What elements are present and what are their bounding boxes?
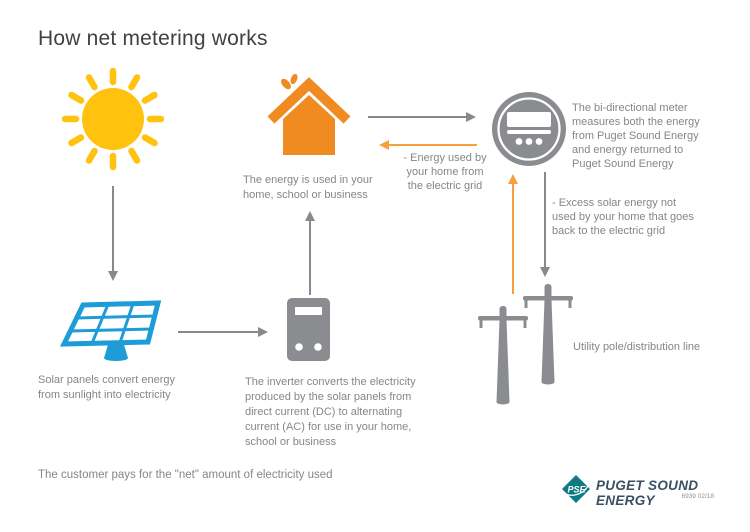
energy-used-label: - Energy used by your home from the elec… — [403, 152, 487, 192]
sun-icon — [62, 68, 164, 170]
house-leaf-icon — [267, 73, 351, 155]
pse-logo-icon: PSE — [562, 475, 591, 503]
solar-caption: Solar panels convert energy from sunligh… — [38, 374, 175, 401]
house-caption: The energy is used in your home, school … — [243, 174, 373, 201]
bidirectional-meter-icon — [492, 92, 566, 166]
inverter-caption: The inverter converts the electricity pr… — [245, 376, 416, 448]
page-title: How net metering works — [38, 27, 268, 50]
pole-caption: Utility pole/distribution line — [573, 341, 701, 353]
pse-wordmark: PUGET SOUND ENERGY — [596, 478, 699, 508]
doc-number: 6939 02/18 — [681, 493, 714, 500]
meter-caption: The bi-directional meter measures both t… — [572, 102, 700, 170]
footer-note: The customer pays for the "net" amount o… — [38, 469, 333, 481]
utility-poles-icon — [478, 284, 573, 405]
inverter-icon — [287, 298, 330, 361]
excess-energy-label: - Excess solar energy not used by your h… — [552, 197, 694, 237]
svg-text:PSE: PSE — [567, 485, 586, 495]
solar-panel-icon — [59, 300, 162, 361]
